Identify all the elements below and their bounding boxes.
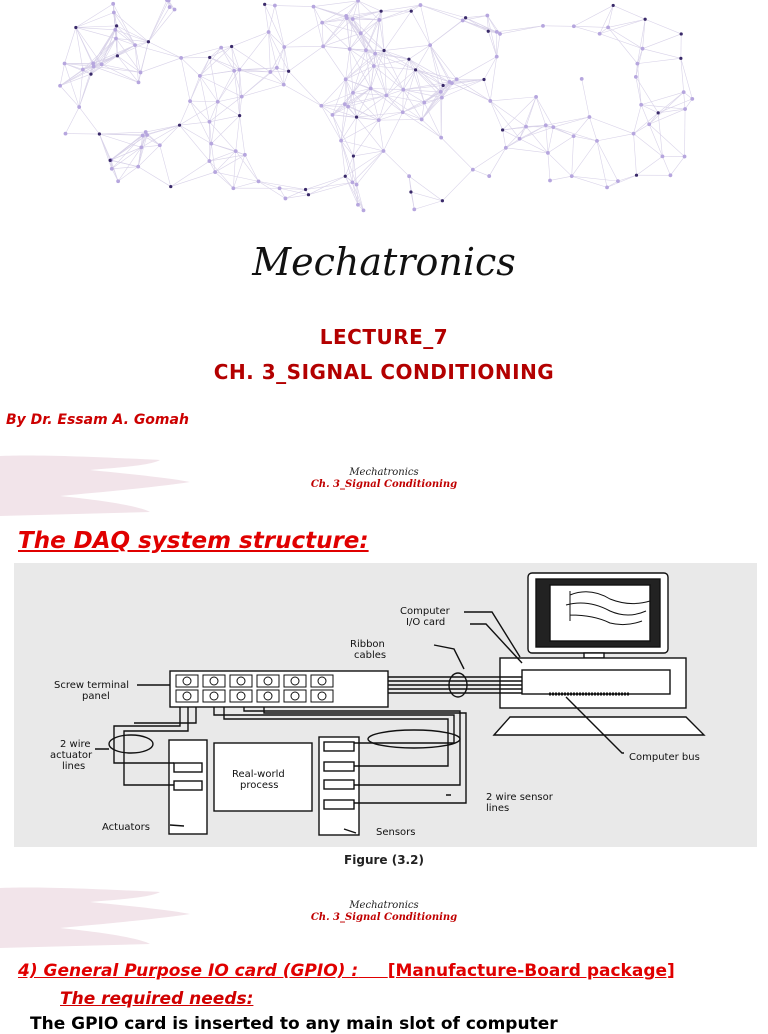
gpio-heading: 4) General Purpose IO card (GPIO) : [Man… bbox=[18, 961, 675, 981]
gpio-body-text: The GPIO card is inserted to any main sl… bbox=[30, 1014, 558, 1034]
header-course: Mechatronics bbox=[0, 467, 768, 479]
header-course: Mechatronics bbox=[0, 900, 768, 912]
label-screw-terminal-panel: Screw terminal panel bbox=[54, 680, 132, 702]
network-decoration bbox=[0, 0, 768, 230]
label-sensor-lines: 2 wire sensor lines bbox=[486, 792, 556, 814]
label-actuators: Actuators bbox=[102, 822, 150, 833]
label-sensors: Sensors bbox=[376, 827, 416, 838]
page-header: Mechatronics Ch. 3_Signal Conditioning bbox=[0, 900, 768, 924]
lecture-title: Mechatronics bbox=[0, 240, 768, 284]
section-title: The DAQ system structure: bbox=[18, 528, 369, 554]
header-chapter: Ch. 3_Signal Conditioning bbox=[0, 479, 768, 491]
header-chapter: Ch. 3_Signal Conditioning bbox=[0, 912, 768, 924]
gpio-package-label: [Manufacture-Board package] bbox=[388, 961, 675, 981]
label-ribbon-cables: Ribbon cables bbox=[350, 639, 388, 661]
daq-figure: Computer I/O card Ribbon cables Screw te… bbox=[14, 563, 757, 847]
label-computer-io-card: Computer I/O card bbox=[400, 606, 453, 628]
required-needs-heading: The required needs: bbox=[60, 989, 253, 1009]
label-actuator-lines: 2 wire actuator lines bbox=[50, 739, 95, 772]
lecture-number: LECTURE_7 bbox=[0, 325, 768, 349]
figure-caption: Figure (3.2) bbox=[0, 853, 768, 867]
page-header: Mechatronics Ch. 3_Signal Conditioning bbox=[0, 467, 768, 491]
chapter-title: CH. 3_SIGNAL CONDITIONING bbox=[0, 360, 768, 384]
label-computer-bus: Computer bus bbox=[629, 752, 700, 763]
author-line: By Dr. Essam A. Gomah bbox=[6, 412, 189, 428]
gpio-heading-text: 4) General Purpose IO card (GPIO) : bbox=[18, 961, 358, 981]
